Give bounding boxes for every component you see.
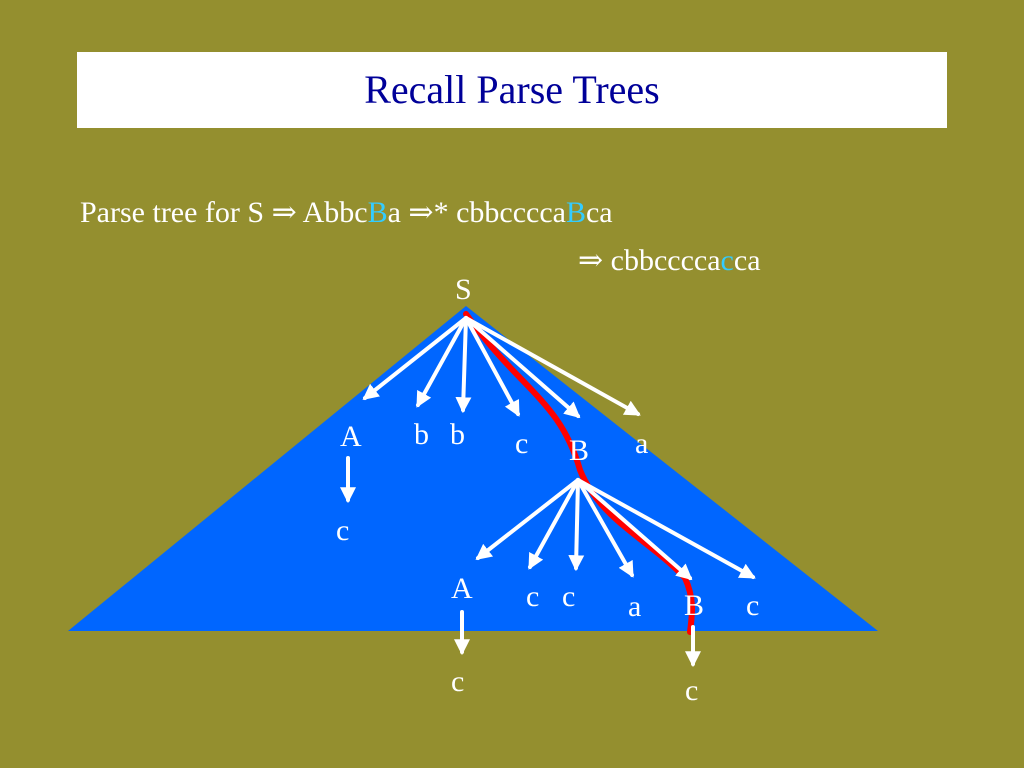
- node-b: b: [450, 418, 465, 451]
- node-A: A: [451, 572, 473, 605]
- highlight-B: B: [367, 196, 388, 229]
- edge-B-c3: [576, 478, 756, 579]
- edge-B-c2: [568, 478, 585, 572]
- edge-B-A: [475, 478, 580, 560]
- edge-S-a: [464, 316, 641, 416]
- edge-S-c: [464, 316, 520, 417]
- node-c: c: [746, 589, 759, 622]
- derivation-part: ca: [585, 196, 613, 229]
- node-c: c: [526, 580, 539, 613]
- slide-title: Recall Parse Trees: [364, 67, 660, 112]
- highlight-B: B: [565, 196, 586, 229]
- node-B: B: [569, 434, 589, 467]
- node-c: c: [685, 674, 698, 707]
- edge-S-A: [362, 316, 468, 400]
- derivation-line-1: Parse tree for S ⇒ AbbcBa ⇒* cbbccccaBca: [80, 198, 613, 228]
- node-c: c: [515, 427, 528, 460]
- title-box: Recall Parse Trees: [77, 52, 947, 128]
- node-c: c: [336, 514, 349, 547]
- node-c: c: [451, 665, 464, 698]
- derives-arrow: ⇒: [578, 244, 604, 277]
- edge-S-b2: [455, 316, 472, 414]
- derivation-path: [463, 311, 695, 635]
- derivation-part: a: [387, 196, 409, 229]
- node-b: b: [414, 418, 429, 451]
- edge-B-c1: [528, 478, 580, 570]
- node-c: c: [562, 580, 575, 613]
- node-a: a: [635, 427, 648, 460]
- node-S: S: [455, 273, 472, 306]
- highlight-c: c: [720, 244, 734, 277]
- derives-star-arrow: ⇒: [408, 196, 434, 229]
- edge-S-B: [464, 316, 581, 419]
- derivation-part: Abbc: [296, 196, 368, 229]
- edge-B-a: [576, 478, 634, 578]
- node-B: B: [684, 589, 704, 622]
- derivation-part: * cbbcccca: [433, 196, 566, 229]
- derivation-prefix: Parse tree for S: [80, 196, 272, 229]
- node-A: A: [340, 420, 362, 453]
- node-a: a: [628, 590, 641, 623]
- derivation-part: cbbcccca: [603, 244, 721, 277]
- derivation-part: ca: [733, 244, 761, 277]
- derivation-line-2: ⇒ cbbccccacca: [578, 246, 761, 276]
- edge-S-b1: [416, 316, 468, 408]
- edge-B-B: [576, 478, 693, 581]
- tree-triangle: [68, 306, 878, 631]
- derives-arrow: ⇒: [271, 196, 297, 229]
